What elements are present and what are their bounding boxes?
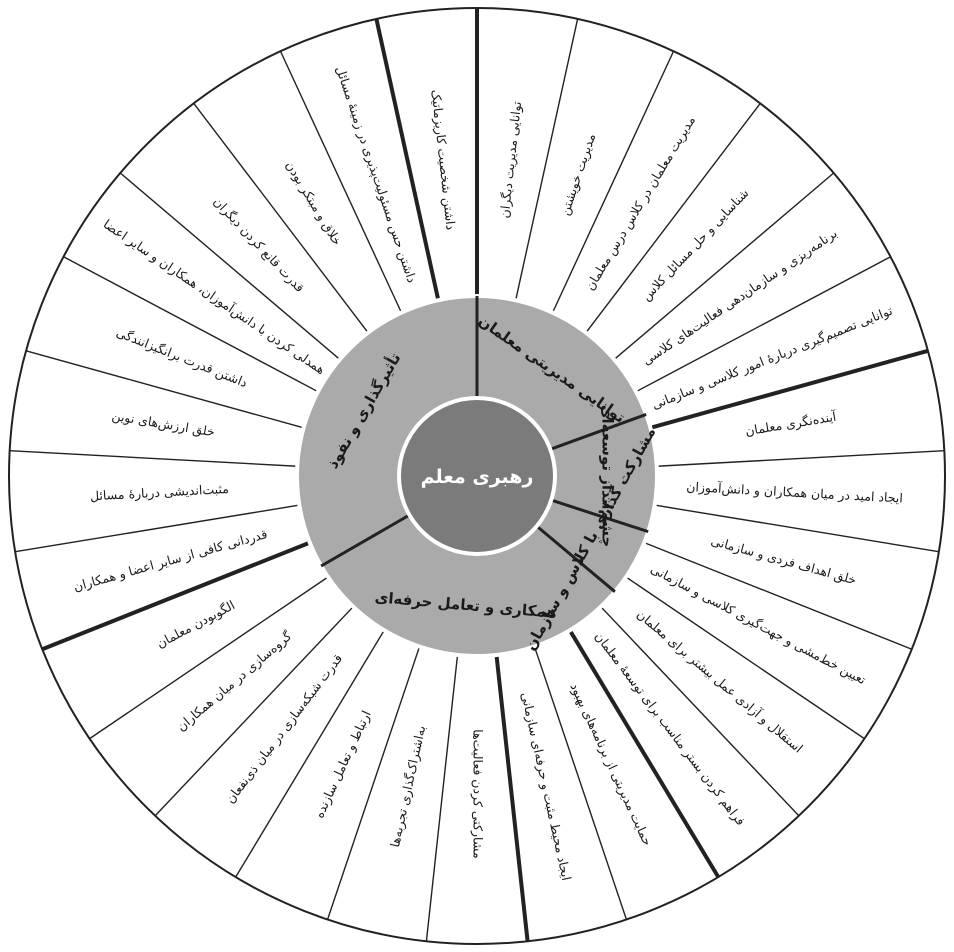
- center-label: رهبری معلم: [421, 466, 534, 488]
- item-label: مشارکتی کردن فعالیت‌ها: [470, 729, 486, 858]
- outer-spoke: [41, 540, 311, 652]
- outer-spoke: [649, 348, 929, 430]
- outer-spokes: [9, 8, 945, 942]
- outer-spoke: [635, 256, 891, 393]
- outer-spoke: [643, 541, 913, 650]
- outer-spoke: [193, 103, 369, 334]
- outer-spoke: [656, 449, 945, 467]
- outer-spoke: [494, 654, 530, 942]
- dimension-spoke: [549, 413, 647, 451]
- outer-spoke: [654, 504, 939, 553]
- outer-spoke: [89, 576, 329, 740]
- outer-spoke: [9, 449, 298, 467]
- outer-spoke: [515, 18, 579, 301]
- outer-spoke: [326, 646, 421, 920]
- outer-spoke: [625, 576, 865, 740]
- center-circle: [397, 396, 557, 556]
- dimension-spoke: [535, 524, 616, 593]
- dimension-spoke: [320, 513, 411, 568]
- outer-spoke: [25, 350, 304, 429]
- outer-spoke: [613, 172, 835, 361]
- outer-spoke: [15, 504, 300, 553]
- outer-spoke: [63, 256, 319, 393]
- outer-spoke: [533, 646, 628, 920]
- outer-spoke: [600, 606, 800, 817]
- outer-spoke: [154, 606, 354, 817]
- outer-spoke: [551, 50, 675, 313]
- dimension-spoke: [550, 498, 649, 534]
- dimension-label: چشم‌انداز توسعه‌ای: [598, 405, 617, 548]
- dimension-spokes: [320, 296, 649, 593]
- outer-spoke: [425, 654, 459, 942]
- outer-spoke: [279, 50, 403, 313]
- outer-spoke: [235, 629, 385, 878]
- outer-spoke: [119, 172, 341, 361]
- outer-spoke: [374, 18, 441, 301]
- outer-spoke: [568, 629, 720, 879]
- outer-spoke: [585, 103, 761, 334]
